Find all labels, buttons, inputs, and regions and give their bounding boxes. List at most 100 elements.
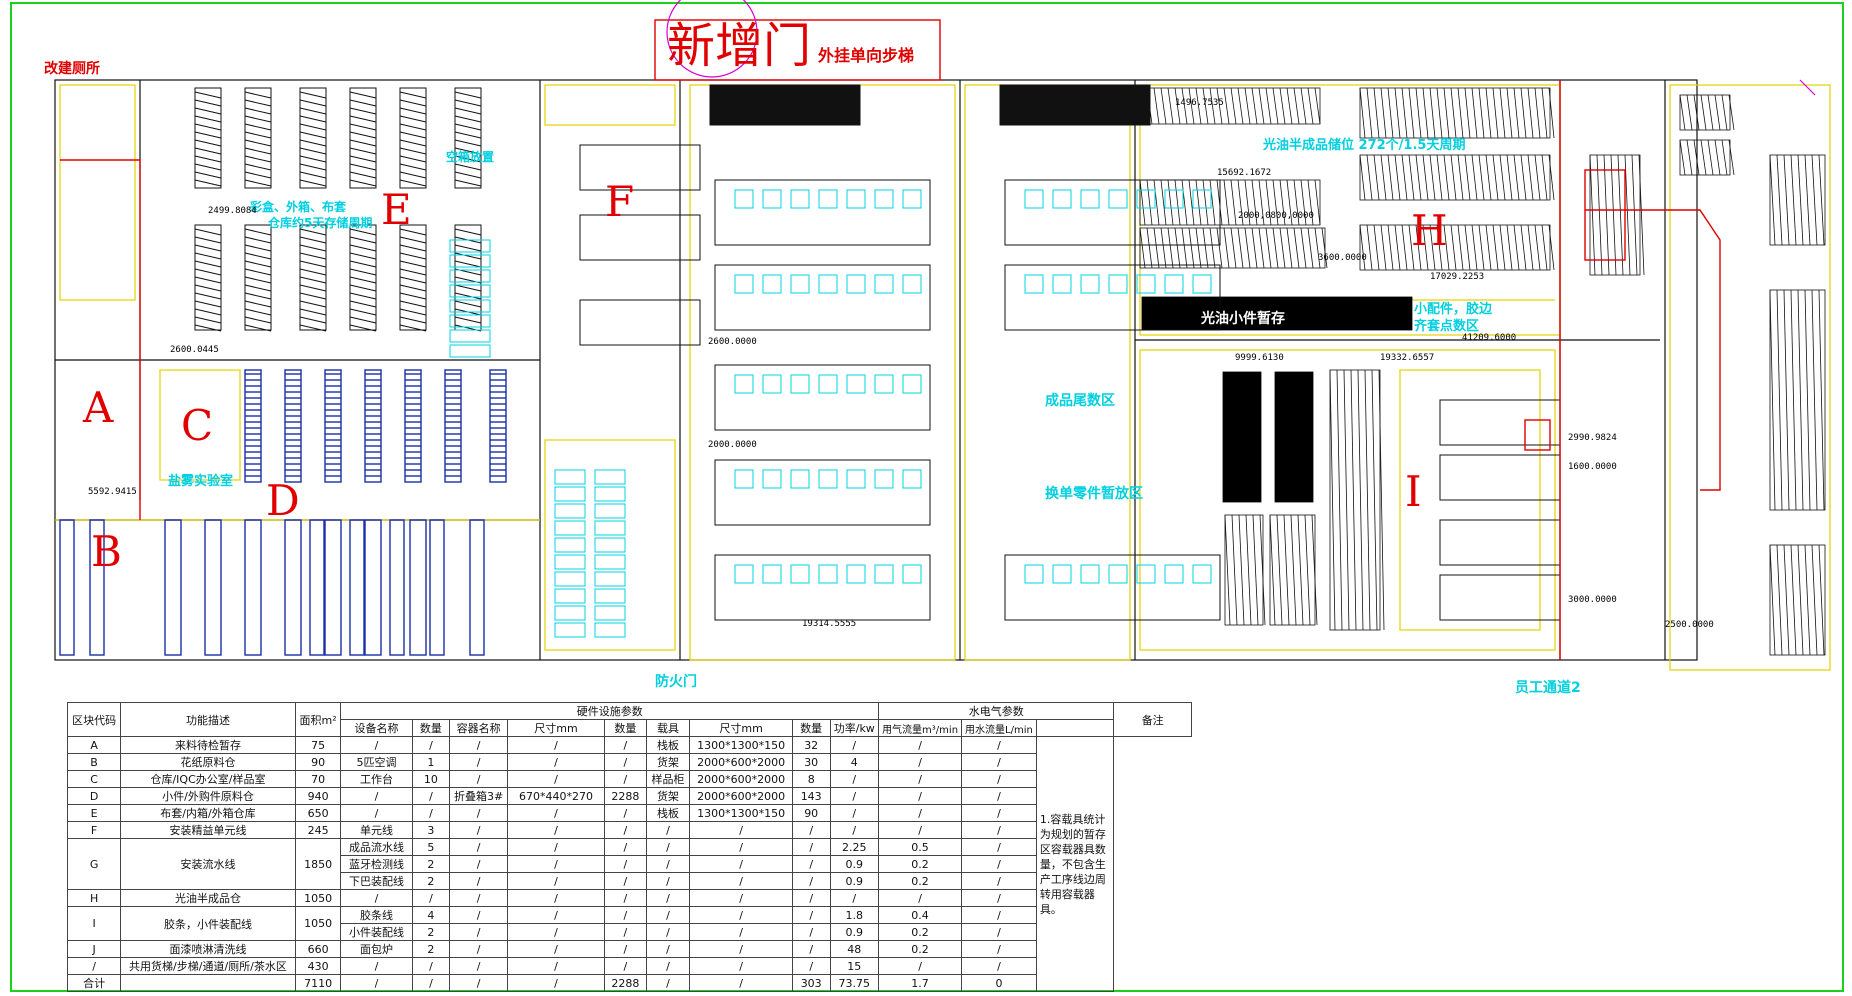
rack-hatch <box>299 155 327 163</box>
area-label: 空箱放置 <box>446 150 495 164</box>
hatch-line <box>1811 289 1818 511</box>
hatch-line <box>1286 179 1293 226</box>
hatch-line <box>1160 87 1167 125</box>
dimension-label: 41209.6000 <box>1462 333 1517 343</box>
table-cell: 安装精益单元线 <box>120 821 296 839</box>
table-cell: / <box>340 889 413 907</box>
hatch-line <box>1279 179 1286 226</box>
hatch-line <box>1429 224 1436 271</box>
table-cell: / <box>645 821 691 839</box>
assembly-line <box>714 264 931 331</box>
hatch-line <box>1293 179 1300 226</box>
hatch-line <box>1343 369 1350 631</box>
table-cell: / <box>689 838 793 856</box>
table-cell: 0.9 <box>829 872 880 890</box>
rack-hatch <box>349 244 377 252</box>
assembly-line <box>714 554 931 621</box>
hatch-line <box>1366 87 1373 139</box>
rack-hatch <box>399 123 427 131</box>
hatch-line <box>1272 179 1279 226</box>
floor-plan <box>54 0 1831 671</box>
header-hardware: 硬件设施参数 <box>340 702 880 720</box>
hatch-line <box>1293 227 1300 269</box>
hatch-line <box>1728 139 1735 176</box>
rack-hatch <box>399 99 427 107</box>
table-cell: 1850 <box>294 838 342 890</box>
hatch-line <box>1209 227 1216 269</box>
hatch-line <box>1506 87 1513 139</box>
hatch-line <box>1237 87 1244 125</box>
rack-hatch <box>349 163 377 171</box>
hatch-line <box>1818 289 1825 511</box>
table-cell: / <box>506 855 606 873</box>
hatch-line <box>1797 289 1804 511</box>
rack-hatch <box>299 260 327 268</box>
rack-hatch <box>399 115 427 123</box>
rack-hatch <box>244 179 272 187</box>
table-cell: E <box>66 804 122 822</box>
hatch-line <box>1769 289 1776 511</box>
hatch-line <box>1506 224 1513 271</box>
hatched-storage <box>1769 544 1826 656</box>
rack-hatch <box>299 244 327 252</box>
table-cell: / <box>604 889 647 907</box>
workstation <box>1024 189 1044 209</box>
header-qty3: 数量 <box>791 719 831 737</box>
hatch-line <box>1534 87 1541 139</box>
hatch-line <box>1415 154 1422 201</box>
table-cell: 7110 <box>294 974 342 992</box>
hatch-line <box>1373 154 1380 201</box>
hatch-line <box>1311 514 1318 626</box>
table-cell: 0 <box>961 974 1037 992</box>
table-cell: 70 <box>294 770 342 788</box>
rack-hatch <box>244 115 272 123</box>
table-cell: / <box>411 736 451 754</box>
table-cell: 660 <box>294 940 342 958</box>
hatch-line <box>1202 179 1209 226</box>
hatch-line <box>1244 179 1251 226</box>
hatch-line <box>1202 227 1209 269</box>
hatch-line <box>1714 139 1721 176</box>
table-cell: / <box>645 855 691 873</box>
table-cell: / <box>689 957 793 975</box>
table-cell: 90 <box>791 804 831 822</box>
hatch-line <box>1783 544 1790 656</box>
shelf-rack <box>364 369 382 483</box>
escalator-box <box>654 19 941 81</box>
hatch-line <box>1366 154 1373 201</box>
hatch-line <box>1429 87 1436 139</box>
storage-bin <box>554 469 586 485</box>
shelf-rack <box>404 369 422 483</box>
table-cell: 0.5 <box>878 838 963 856</box>
table-cell: / <box>449 838 508 856</box>
storage-bin <box>594 520 626 536</box>
hatch-line <box>1471 87 1478 139</box>
table-cell: / <box>604 804 647 822</box>
table-cell: 4 <box>411 906 451 924</box>
table-cell: / <box>961 821 1037 839</box>
zone-e: E <box>381 185 412 234</box>
storage-bin <box>449 329 491 343</box>
hatch-line <box>1307 227 1314 269</box>
table-cell: / <box>506 753 606 771</box>
hatch-line <box>1209 179 1216 226</box>
shelf-rack <box>59 519 75 656</box>
rack-hatch <box>454 260 482 268</box>
table-cell: 0.2 <box>878 872 963 890</box>
table-cell: / <box>340 736 413 754</box>
table-cell: / <box>449 804 508 822</box>
hatch-line <box>1783 289 1790 511</box>
dimension-label: 5592.9415 <box>88 487 137 497</box>
table-cell: 1.7 <box>878 974 963 992</box>
shelf-rack <box>309 519 325 656</box>
hatch-line <box>1238 514 1245 626</box>
table-cell: / <box>449 974 508 992</box>
rack-hatch <box>454 300 482 308</box>
table-cell: 布套/内箱/外箱仓库 <box>120 804 296 822</box>
rack-hatch <box>454 228 482 236</box>
dimension-label: 1496.7535 <box>1175 98 1224 108</box>
hatch-line <box>1728 94 1735 131</box>
table-cell: / <box>961 923 1037 941</box>
rack-hatch <box>299 123 327 131</box>
hatch-line <box>1307 179 1314 226</box>
